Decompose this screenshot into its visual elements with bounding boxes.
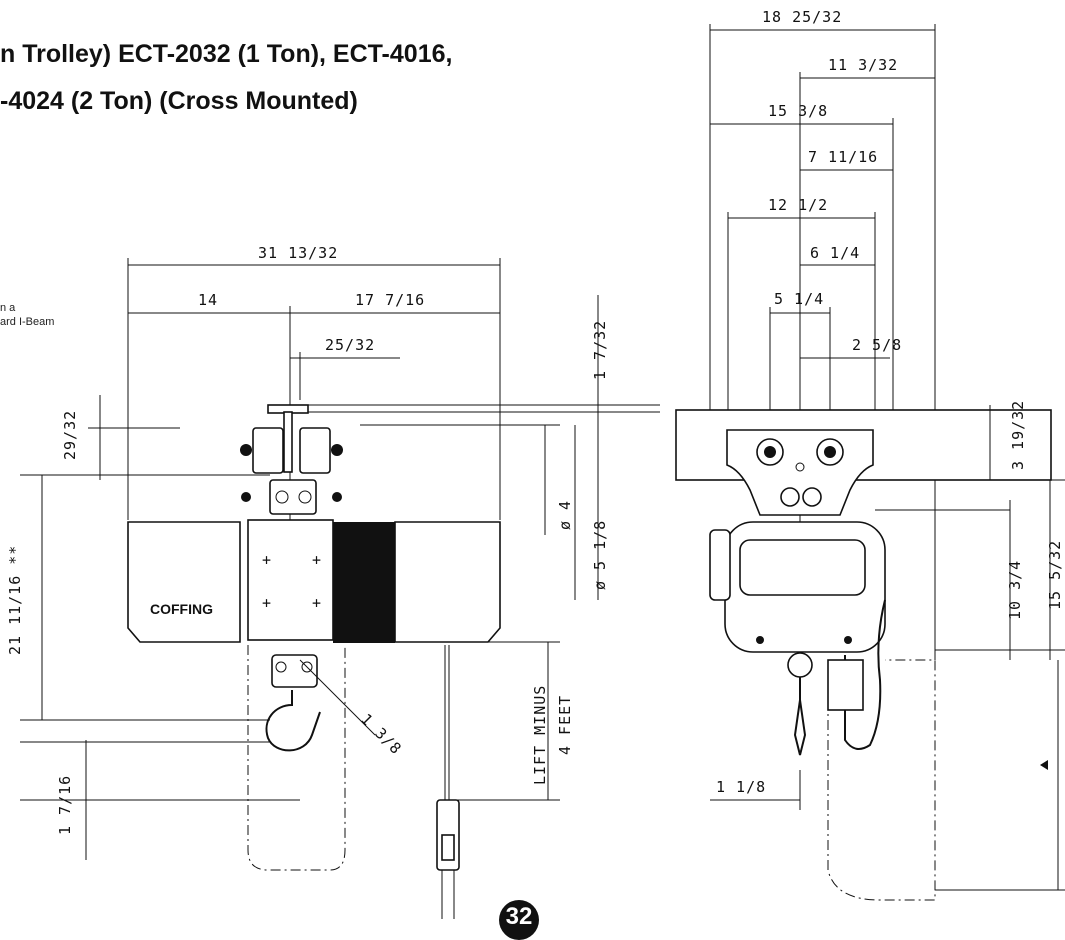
hoist-side-motor	[709, 529, 731, 601]
trolley-bolt-left	[240, 444, 252, 456]
beam-note-line-2: ard I-Beam	[0, 316, 55, 328]
chain-side	[844, 599, 886, 750]
pendant-buttons	[441, 834, 455, 861]
side-chain-container-outline	[827, 659, 936, 901]
side-bolt-left	[756, 636, 764, 644]
side-view: 18 25/32 11 3/32 15 3/8 7 11/16 12 1/2 6…	[675, 8, 1065, 901]
hoist-gear-case	[247, 519, 334, 641]
hoist-brake-housing	[394, 521, 501, 643]
trolley-hub-right	[824, 446, 836, 458]
hook-block-side	[787, 652, 813, 678]
front-view: 31 13/32 14 17 7/16 25/32 29/32 21 11/16…	[6, 244, 660, 919]
hoist-motor-housing	[127, 521, 241, 643]
screw-mark-2: +	[312, 551, 322, 569]
dim-b: 15 3/8	[768, 102, 828, 120]
dim-lift-line-1: LIFT MINUS	[531, 685, 549, 785]
dim-beam-top: 1 7/32	[591, 320, 609, 380]
dim-c: 7 11/16	[808, 148, 878, 166]
dim-total-width: 31 13/32	[258, 244, 338, 262]
hook-block-pin-left	[275, 661, 287, 673]
dim-lift-line-2: 4 FEET	[556, 695, 574, 755]
screw-mark-1: +	[262, 551, 272, 569]
trolley-pin-left	[275, 490, 289, 504]
hook-side	[793, 655, 807, 756]
trolley-pin-right	[298, 490, 312, 504]
trolley-bolt-lower-left	[241, 492, 251, 502]
dimension-drawing: 31 13/32 14 17 7/16 25/32 29/32 21 11/16…	[6, 8, 1065, 919]
trolley-bolt-lower-right	[332, 492, 342, 502]
load-hook	[265, 690, 321, 752]
dim-e: 6 1/4	[810, 244, 860, 262]
side-bolt-right	[844, 636, 852, 644]
dim-right: 17 7/16	[355, 291, 425, 309]
dim-a: 11 3/32	[828, 56, 898, 74]
trolley-hub-left	[764, 446, 776, 458]
page-number-badge: 32	[499, 900, 539, 940]
dim-g: 2 5/8	[852, 336, 902, 354]
chain-guide	[827, 659, 864, 711]
dim-offset: 25/32	[325, 336, 375, 354]
trolley-lower-pin-right	[802, 487, 822, 507]
dim-headroom: 21 11/16 **	[6, 545, 24, 655]
dim-hook-offset: 1 1/8	[716, 778, 766, 796]
dim-left: 14	[198, 291, 218, 309]
screw-mark-4: +	[312, 594, 322, 612]
dim-beam-height: 3 19/32	[1009, 400, 1027, 470]
trolley-lower-pin-left	[780, 487, 800, 507]
trolley-center-hole	[795, 462, 805, 472]
page-title-line-2: -4024 (2 Ton) (Cross Mounted)	[0, 87, 358, 115]
spec-sheet-page: n Trolley) ECT-2032 (1 Ton), ECT-4016, -…	[0, 8, 1065, 940]
trolley-bolt-right	[331, 444, 343, 456]
dim-diameter-small: ø 4	[556, 500, 574, 530]
trolley-side-plate	[726, 429, 874, 516]
coffing-logo: COFFING	[150, 601, 213, 617]
trolley-frame	[269, 479, 317, 515]
trolley-wheel-right	[299, 427, 331, 474]
hoist-side-window	[739, 539, 866, 596]
dim-wheel: 29/32	[61, 410, 79, 460]
dim-total-height: 15 5/32	[1046, 540, 1064, 610]
dim-body-height: 10 3/4	[1006, 560, 1024, 620]
trolley-wheel-left	[252, 427, 284, 474]
lift-arrow-marker	[1040, 760, 1048, 770]
hook-turn-leader	[299, 659, 376, 736]
chain-container-outline	[247, 645, 346, 871]
page-title-line-1: n Trolley) ECT-2032 (1 Ton), ECT-4016,	[0, 40, 453, 68]
dim-hook-bottom: 1 7/16	[56, 775, 74, 835]
hoist-black-band	[333, 522, 395, 643]
screw-mark-3: +	[262, 594, 272, 612]
beam-note-line-1: n a	[0, 302, 16, 314]
dim-hook-turn: 1 3/8	[357, 710, 405, 758]
dim-overall: 18 25/32	[762, 8, 842, 26]
i-beam-web	[283, 411, 293, 473]
dim-f: 5 1/4	[774, 290, 824, 308]
hook-block-pin-right	[301, 661, 313, 673]
dim-diameter-large: ø 5 1/8	[591, 520, 609, 590]
dim-d: 12 1/2	[768, 196, 828, 214]
